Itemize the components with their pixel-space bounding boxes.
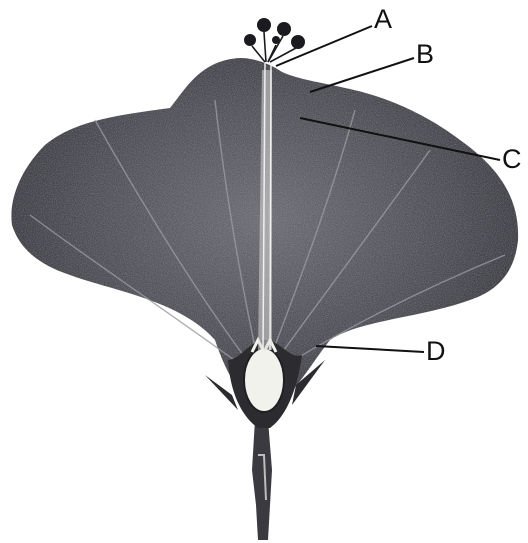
label-d: D (426, 336, 446, 366)
pedicel-stalk (252, 420, 272, 540)
label-a: A (374, 4, 392, 34)
ovary (244, 348, 284, 412)
label-c: C (502, 144, 522, 174)
label-b: B (416, 39, 434, 69)
stigma-lobes (244, 18, 305, 49)
